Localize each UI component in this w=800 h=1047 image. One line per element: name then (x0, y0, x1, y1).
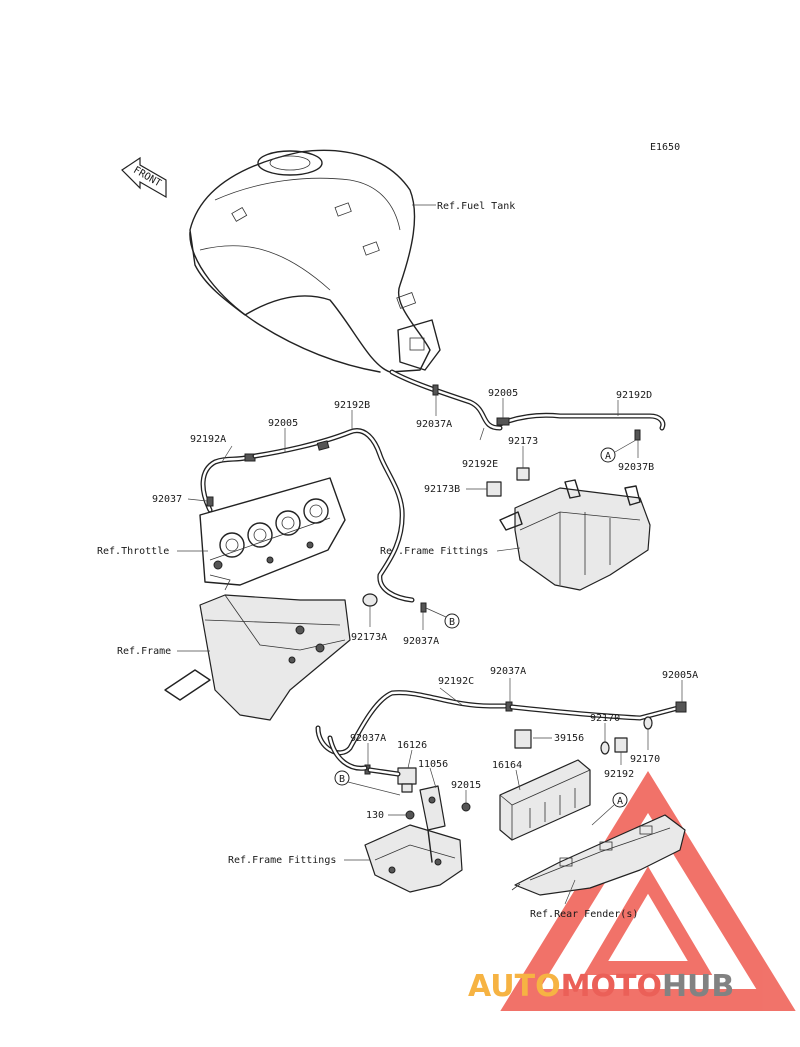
front-arrow-icon: FRONT (121, 156, 167, 199)
collar-92170-b (643, 716, 653, 730)
label-92192: 92192 (604, 769, 634, 780)
hose-92192B (252, 428, 415, 603)
label-92192D: 92192D (616, 390, 652, 401)
callout-b-upper-label: B (449, 617, 455, 628)
label-39156: 39156 (554, 733, 584, 744)
label-ref-fuel-tank: Ref.Fuel Tank (437, 201, 515, 212)
label-92192A: 92192A (190, 434, 226, 445)
svg-text:AUTOMOTOHUB: AUTOMOTOHUB (468, 969, 734, 1004)
label-92192B: 92192B (334, 400, 370, 411)
hose-92192D (497, 412, 666, 431)
canister-16164 (499, 759, 591, 841)
callout-a-lower-label: A (617, 796, 623, 807)
pad-39156 (514, 729, 532, 749)
watermark-logo: AUTOMOTOHUB (468, 771, 796, 1011)
callout-a-lower (612, 792, 628, 808)
frame-fittings-lower-drawing (364, 824, 463, 893)
label-92170-b: 92170 (630, 754, 660, 765)
callout-b-upper (444, 613, 460, 629)
label-92192C: 92192C (438, 676, 474, 687)
callout-b-lower (334, 770, 350, 786)
throttle-body-drawing (199, 477, 346, 591)
label-92173: 92173 (508, 436, 538, 447)
label-92173A: 92173A (351, 632, 387, 643)
label-92037A-lower: 92037A (490, 666, 526, 677)
label-ref-frame-fittings-1: Ref.Frame Fittings (380, 546, 488, 557)
label-11056: 11056 (418, 759, 448, 770)
label-ref-rear-fenders: Ref.Rear Fender(s) (530, 909, 638, 920)
clamp-92037 (206, 496, 214, 507)
watermark-hub: HUB (662, 969, 734, 1004)
label-130: 130 (366, 810, 384, 821)
label-16164: 16164 (492, 760, 522, 771)
label-92037A-mid: 92037A (403, 636, 439, 647)
clamp-92037B (634, 429, 641, 441)
fitting-92192B-joint (316, 440, 330, 451)
callout-b-lower-label: B (339, 774, 345, 785)
frame-drawing (164, 594, 351, 721)
hose-right-lower (509, 704, 681, 721)
watermark-moto: MOTO (561, 969, 662, 1004)
watermark-auto: AUTO (468, 969, 561, 1004)
clamp-92037A-tank (432, 384, 439, 396)
label-92037A-valve: 92037A (350, 733, 386, 744)
callout-a-upper (600, 447, 616, 463)
label-92170-a: 92170 (590, 713, 620, 724)
frame-fittings-upper-drawing (499, 479, 651, 591)
rear-fender-drawing (511, 814, 686, 896)
label-92015: 92015 (451, 780, 481, 791)
grommet-92173A (362, 593, 378, 607)
label-ref-frame: Ref.Frame (117, 646, 171, 657)
callout-a-upper-label: A (605, 451, 611, 462)
clamp-92037A-mid (420, 602, 427, 613)
label-92192E: 92192E (462, 459, 498, 470)
label-92037B: 92037B (618, 462, 654, 473)
label-16126: 16126 (397, 740, 427, 751)
hose-92192E (389, 369, 503, 431)
diagram-code: E1650 (650, 142, 680, 153)
hose-92192A (200, 455, 248, 513)
collar-92170-a (600, 741, 610, 755)
label-92037A-tank: 92037A (416, 419, 452, 430)
label-92005A: 92005A (662, 670, 698, 681)
nut-92015 (461, 802, 471, 812)
label-ref-frame-fittings-2: Ref.Frame Fittings (228, 855, 336, 866)
bolt-130 (405, 810, 415, 820)
label-92173B: 92173B (424, 484, 460, 495)
watermark-triangle-icon (500, 771, 796, 1011)
label-92005-left: 92005 (268, 418, 298, 429)
bracket-11056 (419, 785, 446, 831)
valve-16126 (367, 767, 417, 793)
grommet-92173 (516, 467, 530, 481)
label-92005-right: 92005 (488, 388, 518, 399)
grommet-92173B (486, 481, 502, 497)
label-92037: 92037 (152, 494, 182, 505)
label-ref-throttle: Ref.Throttle (97, 546, 169, 557)
fitting-92005-right (496, 417, 510, 426)
fitting-92005A (675, 701, 687, 713)
fuel-tank-drawing (189, 149, 441, 373)
sleeve-92192 (614, 737, 628, 753)
